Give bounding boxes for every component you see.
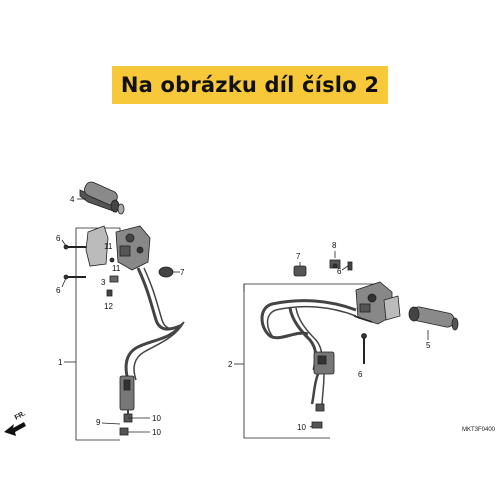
callout-6-left-top: 6 [56,234,61,243]
part-7-cap-left [158,266,174,278]
screw-11a [109,257,115,263]
screw-6-top [63,244,86,250]
callout-7-left: 7 [180,268,185,277]
part-7-cap-right [293,265,307,277]
right-clip-10 [311,421,323,429]
callout-labels: 1 2 3 4 5 6 6 6 6 7 7 8 9 10 10 10 11 11… [56,195,431,437]
callout-11-b: 11 [112,264,121,273]
left-harness-upper [136,267,181,331]
callout-5: 5 [426,341,431,350]
bracket-part-2 [243,284,330,439]
front-direction-label: FR. [14,410,27,422]
front-direction-arrow: FR. [4,410,27,436]
callout-12: 12 [104,302,113,311]
callout-7-right: 7 [296,252,301,261]
callout-11-a: 11 [104,242,113,251]
callout-6-right-bottom: 6 [358,370,363,379]
part-number-banner: Na obrázku díl číslo 2 [112,66,388,104]
drawing-code: MKT3F0400 [462,427,496,433]
callout-8: 8 [332,241,337,250]
callout-2: 2 [228,360,233,369]
part-12-screw [106,289,113,297]
screw-6-right-top [347,261,353,271]
callout-9: 9 [96,418,101,427]
callout-3: 3 [101,278,106,287]
callout-4: 4 [70,195,75,204]
left-assembly [61,181,185,441]
callout-10-left-b: 10 [152,428,161,437]
right-harness-upper [260,299,357,340]
right-clip [315,403,325,412]
callout-1: 1 [58,358,63,367]
screw-6-bottom [63,274,86,280]
right-assembly [234,251,459,439]
right-switch-housing [355,281,401,325]
left-clip-10b [119,427,129,436]
left-grip [79,181,125,215]
banner-text: Na obrázku díl číslo 2 [120,73,380,97]
callout-10-left-a: 10 [152,414,161,423]
left-harness-lower [124,325,182,381]
callout-10-right: 10 [297,423,306,432]
screw-6-right-bottom [361,333,367,364]
left-switch-housing [85,225,151,271]
right-harness-lower [288,307,318,371]
right-grip [408,306,459,331]
callout-6-left-bottom: 6 [56,286,61,295]
part-3-clip [109,275,119,283]
callout-6-right-top: 6 [337,267,342,276]
